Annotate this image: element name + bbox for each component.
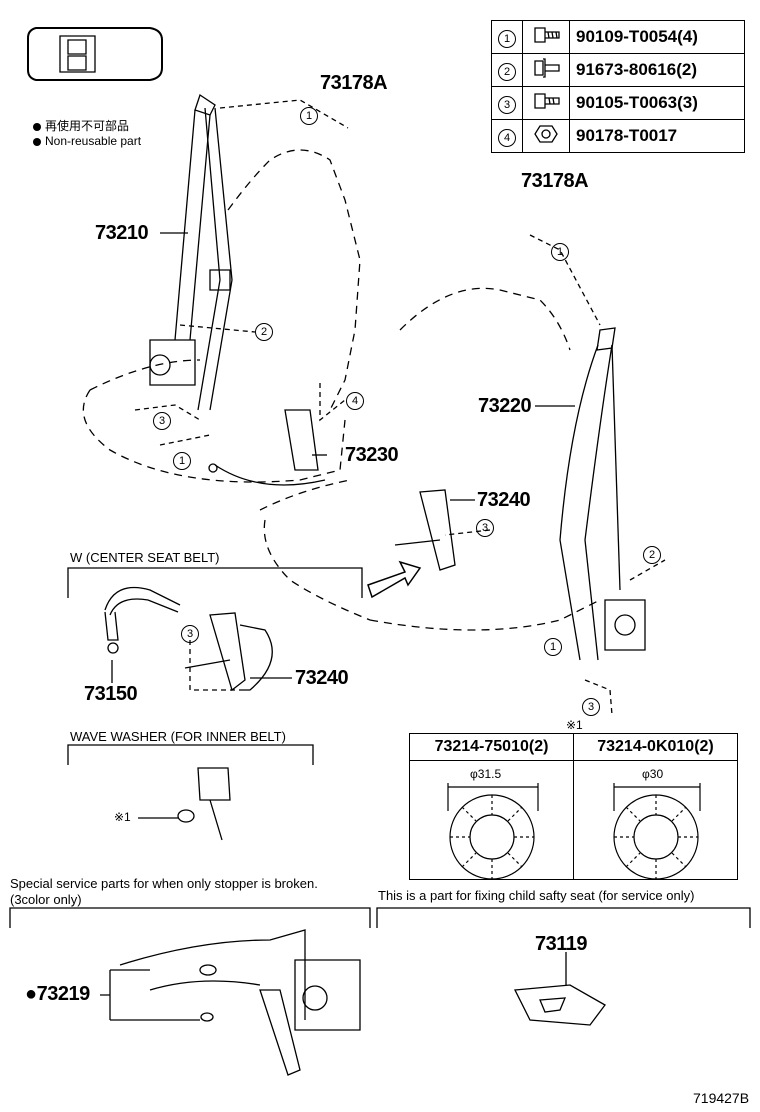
inner-belt-washer — [177, 767, 231, 841]
table-row: 73214-75010(2) 73214-0K010(2) — [409, 733, 738, 761]
part-number: 90109-T0054(4) — [569, 20, 745, 54]
direction-arrow-icon — [367, 560, 422, 599]
label-73178a-front: 73178A — [320, 72, 388, 94]
label-73119: 73119 — [535, 933, 588, 955]
part-number: 90178-T0017 — [569, 119, 745, 153]
row-number: 3 — [498, 95, 516, 114]
child-seat-part-73119 — [513, 960, 606, 1026]
washer-dim-2: φ30 — [642, 767, 664, 781]
part-number: 90105-T0063(3) — [569, 86, 745, 120]
callout-1: 1 — [544, 638, 562, 656]
row-number: 1 — [498, 29, 516, 48]
washer-cell-1: φ31.5 — [409, 760, 574, 880]
section-special-service-1: Special service parts for when only stop… — [10, 876, 318, 891]
label-73210: 73210 — [95, 222, 149, 244]
bolt-washer-icon — [534, 57, 560, 78]
callout-3: 3 — [153, 412, 171, 430]
table-row: φ31.5 φ30 — [409, 760, 738, 880]
table-row: 3 90105-T0063(3) — [491, 86, 745, 120]
seat-belt-73210 — [149, 93, 233, 411]
bullet-icon — [33, 137, 41, 146]
stopper-assembly — [100, 929, 361, 1076]
diagram-id: 719427B — [693, 1090, 750, 1106]
ref-mark-2: ※1 — [114, 810, 131, 824]
section-wave-washer: WAVE WASHER (FOR INNER BELT) — [70, 729, 286, 744]
table-row: 2 91673-80616(2) — [491, 53, 745, 87]
row-number: 4 — [498, 128, 516, 147]
callout-1: 1 — [300, 107, 318, 125]
legend-jp: 再使用不可部品 — [33, 117, 129, 134]
rear-seat-outline — [259, 287, 601, 631]
bullet-icon — [33, 122, 41, 131]
callout-2: 2 — [643, 546, 661, 564]
callout-leaders — [134, 99, 666, 716]
label-73178a-rear: 73178A — [521, 170, 589, 192]
buckle-73230 — [208, 409, 326, 486]
callout-1: 1 — [173, 452, 191, 470]
washer-table: 73214-75010(2) 73214-0K010(2) φ31.5 φ30 — [409, 733, 738, 880]
label-73240-lower: 73240 — [295, 667, 349, 689]
front-seat-outline — [82, 149, 361, 483]
washer-col-1: 73214-75010(2) — [409, 733, 574, 761]
legend-jp-text: 再使用不可部品 — [45, 119, 130, 133]
callout-2: 2 — [255, 323, 273, 341]
section-child-seat: This is a part for fixing child safty se… — [378, 888, 695, 903]
section-special-service-2: (3color only) — [10, 892, 82, 907]
section-center-belt: W (CENTER SEAT BELT) — [70, 550, 220, 565]
callout-3: 3 — [476, 519, 494, 537]
label-73219: ●73219 — [25, 983, 90, 1005]
callout-3: 3 — [582, 698, 600, 716]
washer-cell-2: φ30 — [573, 760, 738, 880]
washer-col-2: 73214-0K010(2) — [573, 733, 738, 761]
label-73150: 73150 — [84, 683, 138, 705]
callout-1: 1 — [551, 243, 569, 261]
seat-belt-73220 — [559, 327, 646, 661]
fastener-table: 1 90109-T0054(4) 2 91673-80616(2) 3 9010… — [491, 20, 745, 153]
buckle-73240-upper — [394, 489, 456, 571]
bolt-icon — [534, 26, 560, 43]
part-number: 91673-80616(2) — [569, 53, 745, 87]
wave-washer-icon — [447, 783, 539, 879]
legend-en-text: Non-reusable part — [45, 134, 142, 148]
wave-washer-icon — [613, 783, 701, 879]
vehicle-thumbnail-icon — [27, 27, 163, 81]
callout-4: 4 — [346, 392, 364, 410]
label-73220: 73220 — [478, 395, 532, 417]
table-row: 4 90178-T0017 — [491, 119, 745, 153]
washer-dim-1: φ31.5 — [470, 767, 502, 781]
nut-icon — [534, 124, 558, 143]
table-row: 1 90109-T0054(4) — [491, 20, 745, 54]
label-73230: 73230 — [345, 444, 399, 466]
bolt-icon — [534, 92, 560, 109]
callout-3: 3 — [181, 625, 199, 643]
legend-en: Non-reusable part — [33, 134, 141, 148]
ref-mark-1: ※1 — [566, 718, 583, 732]
belt-73150 — [104, 586, 181, 654]
label-73240-upper: 73240 — [477, 489, 531, 511]
buckle-73240-lower — [184, 612, 273, 692]
row-number: 2 — [498, 62, 516, 81]
